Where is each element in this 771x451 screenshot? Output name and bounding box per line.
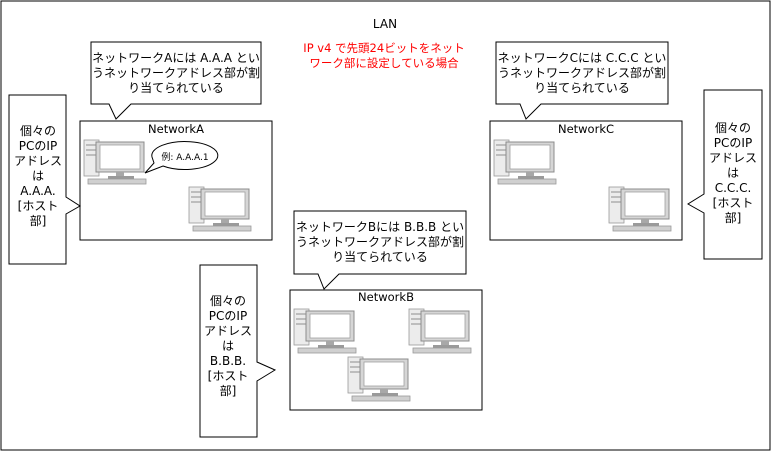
ipv4-note-line-2: ワーク部に設定している場合: [309, 56, 459, 70]
network-b-callout: [293, 210, 467, 290]
network-c-callout-line-1: ネットワークCには C.C.C とい: [498, 51, 667, 65]
network-a-host-callout: [8, 94, 81, 265]
network-a-example: 例: A.A.A.1: [161, 151, 208, 163]
network-a-example-bubble: [144, 140, 219, 174]
network-c-host-line-5: C.C.C.: [715, 181, 752, 195]
network-c-callout: [495, 41, 669, 120]
network-a-callout: [90, 41, 262, 120]
network-a-callout-line-2: うネットワークアドレス部が割: [92, 65, 260, 80]
network-b-callout-line-2: うネットワークアドレス部が割: [296, 234, 464, 249]
network-b-callout-line-1: ネットワークBには B.B.B とい: [296, 220, 464, 234]
network-b-host-line-7: 部]: [220, 383, 237, 398]
network-a-host-line-2: PCのIP: [19, 139, 57, 153]
network-c-host-line-6: [ホスト: [713, 196, 754, 210]
lan-title: LAN: [373, 17, 397, 31]
network-a: ネットワークAには A.A.A とい うネットワークアドレス部が割 り当てられて…: [8, 41, 273, 265]
network-a-label: NetworkA: [148, 122, 204, 136]
network-c-callout-line-2: うネットワークアドレス部が割: [498, 65, 666, 80]
network-b-host-line-5: B.B.B.: [210, 354, 246, 368]
network-a-callout-line-1: ネットワークAには A.A.A とい: [92, 51, 260, 65]
network-c-host-callout: [687, 89, 763, 260]
network-a-host-line-4: は: [32, 169, 44, 183]
network-b-host-line-1: 個々の: [210, 294, 246, 308]
network-c-host-line-4: は: [727, 166, 739, 180]
network-c-callout-line-3: り当てられている: [534, 81, 630, 95]
ipv4-note-line-1: IP v4 で先頭24ビットをネット: [303, 41, 464, 55]
network-a-host-line-5: A.A.A.: [20, 184, 55, 198]
network-a-host-line-6: [ホスト: [18, 199, 59, 213]
network-a-host-line-7: 部]: [30, 213, 47, 228]
network-c-host-line-7: 部]: [725, 210, 742, 225]
network-c-host-line-3: アドレス: [709, 151, 757, 165]
network-a-host-line-3: アドレス: [14, 154, 62, 168]
network-b-host-line-3: アドレス: [204, 324, 252, 338]
network-b: ネットワークBには B.B.B とい うネットワークアドレス部が割 り当てられて…: [199, 210, 483, 438]
network-c-host-line-2: PCのIP: [714, 136, 752, 150]
network-b-host-line-6: [ホスト: [208, 369, 249, 383]
network-b-host-callout: [199, 264, 277, 438]
network-b-label: NetworkB: [358, 290, 414, 304]
network-c-host-line-1: 個々の: [715, 121, 751, 135]
network-b-host-line-4: は: [222, 339, 234, 353]
network-a-callout-line-3: り当てられている: [128, 81, 224, 95]
network-c: ネットワークCには C.C.C とい うネットワークアドレス部が割 り当てられて…: [489, 41, 763, 260]
network-c-label: NetworkC: [558, 122, 614, 136]
ipv4-note: IP v4 で先頭24ビットをネット ワーク部に設定している場合: [303, 41, 464, 70]
network-b-callout-line-3: り当てられている: [332, 250, 428, 264]
network-a-host-line-1: 個々の: [20, 124, 56, 138]
network-b-host-line-2: PCのIP: [209, 309, 247, 323]
